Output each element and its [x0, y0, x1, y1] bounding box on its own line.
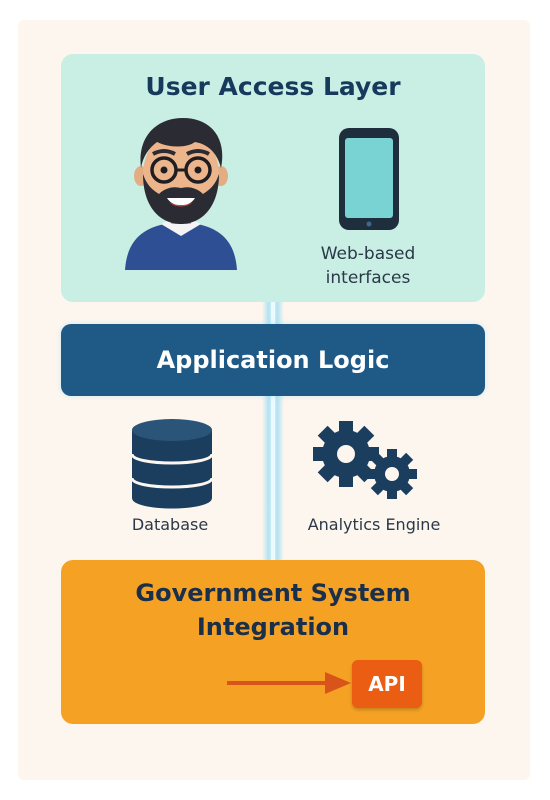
government-integration-title-line1: Government System — [135, 579, 411, 607]
government-integration-title-line2: Integration — [196, 613, 350, 641]
smartphone-icon — [339, 128, 399, 230]
database-icon — [130, 419, 214, 509]
analytics-engine-label: Analytics Engine — [307, 515, 441, 534]
user-access-layer-title: User Access Layer — [145, 72, 401, 101]
api-badge: API — [352, 660, 422, 708]
application-logic-label: Application Logic — [156, 346, 390, 374]
government-integration-title: Government System Integration — [81, 576, 465, 644]
web-interfaces-label-line2: interfaces — [325, 268, 411, 288]
web-interfaces-label-line1: Web-based — [320, 244, 416, 264]
connector-line — [271, 296, 275, 566]
government-integration-layer: Government System Integration API — [61, 560, 485, 724]
arrow-right-icon — [227, 672, 351, 694]
gears-icon — [313, 421, 417, 499]
database-label: Database — [131, 515, 209, 534]
web-interfaces-label: Web-based interfaces — [293, 242, 443, 290]
person-avatar-icon — [125, 118, 237, 270]
application-logic-layer: Application Logic — [61, 324, 485, 396]
user-access-layer: User Access Layer — [61, 54, 485, 302]
